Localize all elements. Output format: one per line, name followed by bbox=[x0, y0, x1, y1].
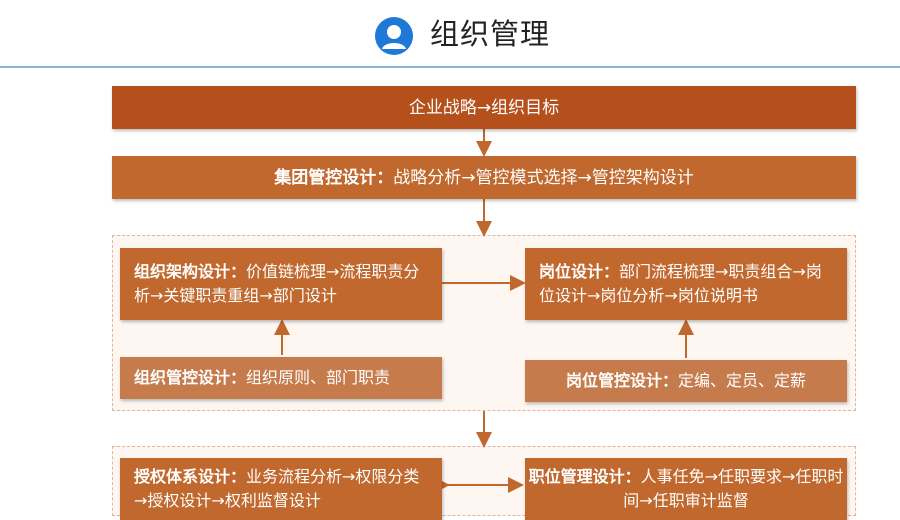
strategy-text: 企业战略→组织目标 bbox=[408, 97, 560, 118]
job-control-title: 岗位管控设计： bbox=[565, 371, 678, 390]
org-control-text: 组织原则、部门职责 bbox=[246, 368, 391, 387]
org-structure-title: 组织架构设计： bbox=[134, 262, 247, 281]
job-design-text: 部门流程梳理→职责组合→岗位设计→岗位分析→岗位说明书 bbox=[539, 262, 822, 305]
position-mgmt-title: 职位管理设计： bbox=[528, 467, 641, 486]
authorization-text: 业务流程分析→权限分类→授权设计→权利监督设计 bbox=[134, 467, 420, 510]
group-control-box: 集团管控设计：战略分析→管控模式选择→管控架构设计 bbox=[112, 156, 856, 199]
title-bar: 组织管理 bbox=[0, 0, 900, 68]
org-structure-text: 价值链梳理→流程职责分析→关键职责重组→部门设计 bbox=[134, 262, 420, 305]
user-avatar-icon bbox=[375, 17, 413, 55]
job-control-box: 岗位管控设计：定编、定员、定薪 bbox=[525, 360, 847, 402]
group-control-text: 战略分析→管控模式选择→管控架构设计 bbox=[393, 167, 694, 188]
authorization-title: 授权体系设计： bbox=[134, 467, 247, 486]
job-design-box: 岗位设计：部门流程梳理→职责组合→岗位设计→岗位分析→岗位说明书 bbox=[525, 248, 847, 320]
org-structure-box: 组织架构设计：价值链梳理→流程职责分析→关键职责重组→部门设计 bbox=[120, 248, 442, 320]
org-control-title: 组织管控设计： bbox=[134, 368, 247, 387]
org-control-box: 组织管控设计：组织原则、部门职责 bbox=[120, 357, 442, 399]
position-mgmt-text: 人事任免→任职要求→任职时间→任职审计监督 bbox=[623, 467, 844, 510]
position-mgmt-box: 职位管理设计：人事任免→任职要求→任职时间→任职审计监督 bbox=[525, 458, 847, 520]
group-control-title: 集团管控设计： bbox=[274, 167, 394, 188]
authorization-box: 授权体系设计：业务流程分析→权限分类→授权设计→权利监督设计 bbox=[120, 458, 442, 520]
page-title: 组织管理 bbox=[430, 17, 551, 51]
strategy-box: 企业战略→组织目标 bbox=[112, 86, 856, 129]
title-divider bbox=[0, 66, 900, 68]
job-control-text: 定编、定员、定薪 bbox=[678, 371, 807, 390]
job-design-title: 岗位设计： bbox=[539, 262, 620, 281]
